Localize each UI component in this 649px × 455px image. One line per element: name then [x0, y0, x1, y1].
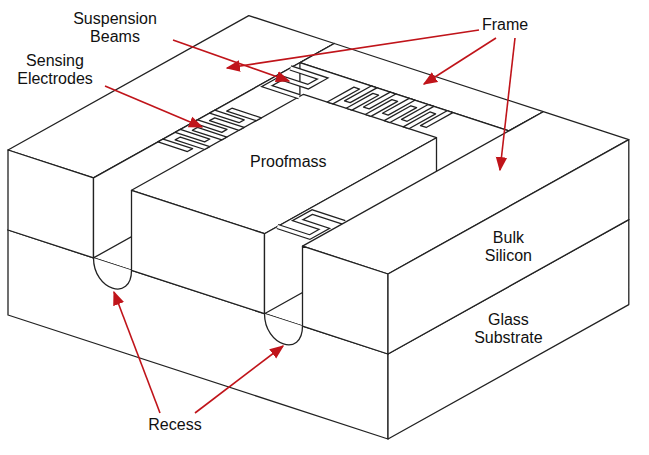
part-label: Proofmass: [250, 153, 326, 171]
part-label: Glass Substrate: [467, 311, 549, 346]
recess-outline: [265, 314, 303, 345]
electrode-finger: [175, 137, 210, 149]
part-label: Sensing Electrodes: [5, 52, 105, 87]
leader-arrow: [227, 30, 479, 68]
leader-arrow: [500, 38, 515, 170]
suspension-beam: [267, 68, 323, 97]
proofmass-front: [132, 190, 265, 313]
part-label: Frame: [482, 16, 528, 34]
frame-right-side: [388, 140, 629, 354]
electrode-finger: [210, 118, 245, 130]
leader-lines: [105, 30, 515, 413]
part-label: Suspension Beams: [60, 10, 170, 45]
frame-left-front: [8, 150, 94, 258]
part-label: Recess: [148, 416, 201, 434]
leader-arrow: [114, 292, 160, 413]
device-drawing: [8, 16, 629, 439]
leader-arrow: [105, 86, 202, 127]
electrode-finger: [401, 105, 433, 122]
electrode-finger: [192, 127, 227, 139]
electrode-finger: [227, 108, 262, 120]
leader-arrow: [424, 38, 496, 84]
part-label: Bulk Silicon: [477, 229, 539, 264]
leader-arrow: [195, 346, 283, 413]
electrode-finger: [344, 86, 376, 103]
frame-right-front: [303, 246, 389, 354]
suspension-beam-outline: [267, 68, 323, 97]
electrode-finger: [420, 111, 452, 128]
electrode-finger: [382, 98, 414, 115]
electrode-finger: [363, 92, 395, 109]
recess-outline: [94, 258, 132, 289]
